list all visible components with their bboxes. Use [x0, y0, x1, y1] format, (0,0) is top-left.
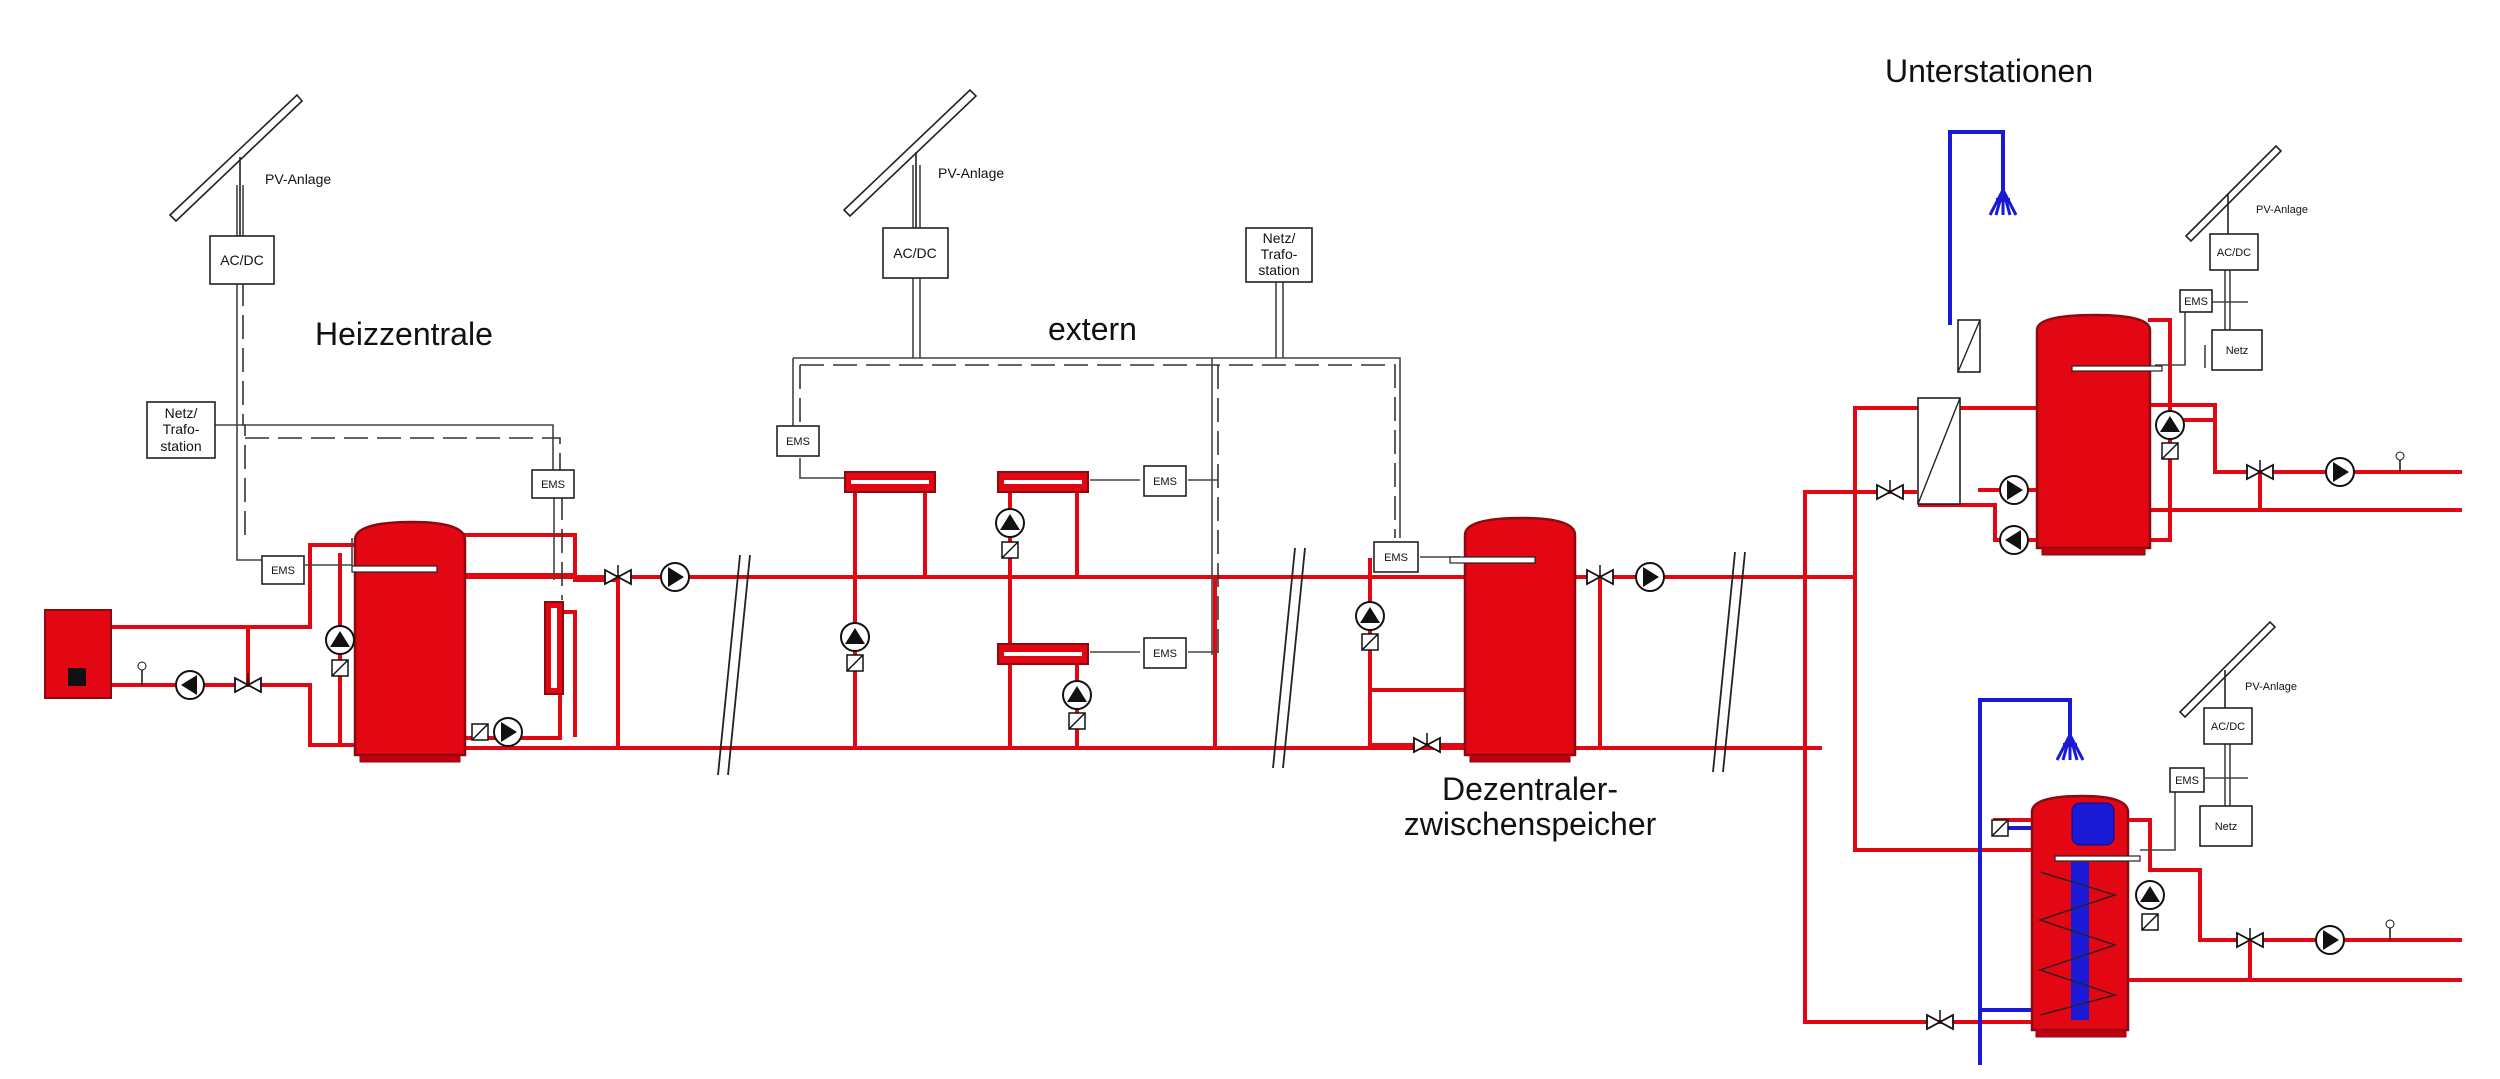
check-valve-icon: [331, 659, 349, 677]
heat-exchanger-large: [1917, 397, 1961, 505]
pump-icon: [2325, 457, 2355, 487]
trafo-station-box: Netz/ Trafo- station: [1245, 227, 1313, 283]
pipe-break-mark: [1712, 551, 1746, 773]
pv-label: PV-Anlage: [938, 165, 1004, 181]
ems-label: EMS: [2175, 775, 2199, 787]
mixing-valve-icon: [1926, 1009, 1954, 1030]
acdc-label: AC/DC: [2211, 721, 2245, 733]
ems-label: EMS: [1153, 648, 1177, 660]
pump-icon: [175, 670, 205, 700]
netz-box: Netz: [2211, 329, 2263, 371]
pump-icon: [493, 717, 523, 747]
shower-head-icon: [2055, 734, 2085, 761]
pv-panel-station1: PV-Anlage: [2184, 144, 2308, 243]
pump-icon: [325, 625, 355, 655]
check-valve-icon: [2161, 442, 2179, 460]
ems-box: EMS: [1143, 637, 1187, 669]
pv-label: PV-Anlage: [2256, 204, 2308, 216]
cold-pipes: [1948, 130, 2075, 1065]
sensor-icon: [2395, 451, 2405, 472]
section-title-heizzentrale: Heizzentrale: [315, 316, 493, 352]
acdc-label: AC/DC: [893, 245, 937, 261]
trafo-label-1: Netz/: [165, 405, 198, 421]
check-valve-icon: [1991, 819, 2009, 837]
pv-label: PV-Anlage: [265, 171, 331, 187]
pv-panel-heizzentrale: PV-Anlage: [168, 93, 331, 238]
pump-icon: [1355, 601, 1385, 631]
ems-label: EMS: [786, 436, 810, 448]
collector-extern-1: [844, 471, 936, 493]
trafo-label-3: station: [160, 438, 201, 454]
boiler: [44, 609, 112, 699]
pump-icon: [1999, 525, 2029, 555]
heat-exchanger-small: [1957, 319, 1981, 373]
storage-tank-station1: [2035, 313, 2163, 556]
storage-tank-station2: [2030, 794, 2141, 1038]
pump-icon: [2135, 880, 2165, 910]
trafo-label-2: Trafo-: [1261, 246, 1298, 262]
pump-icon: [840, 622, 870, 652]
check-valve-icon: [2141, 913, 2159, 931]
acdc-box: AC/DC: [882, 227, 949, 279]
pipe-break-mark: [1272, 547, 1306, 769]
ems-label: EMS: [2184, 296, 2208, 308]
ems-box: EMS: [1373, 541, 1419, 573]
ems-box: EMS: [776, 425, 820, 457]
shower-head-icon: [1988, 189, 2018, 216]
ems-label: EMS: [1153, 476, 1177, 488]
section-title-unterstationen: Unterstationen: [1885, 53, 2093, 89]
storage-tank-dezentral: [1449, 516, 1577, 763]
storage-tank-heizzentrale: [351, 520, 467, 763]
acdc-label: AC/DC: [2217, 247, 2251, 259]
ems-label: EMS: [271, 565, 295, 577]
ems-box: EMS: [261, 555, 305, 585]
pv-panel-station2: PV-Anlage: [2178, 620, 2297, 719]
pump-icon: [2155, 410, 2185, 440]
acdc-box: AC/DC: [2209, 233, 2259, 271]
check-valve-icon: [1068, 712, 1086, 730]
trafo-station-box: Netz/ Trafo- station: [146, 401, 216, 459]
check-valve-icon: [1001, 541, 1019, 559]
pump-icon: [995, 508, 1025, 538]
ems-label: EMS: [541, 479, 565, 491]
acdc-box: AC/DC: [2203, 707, 2253, 745]
check-valve-icon: [1361, 633, 1379, 651]
collector-extern-3: [997, 643, 1089, 665]
ems-box: EMS: [1143, 465, 1187, 497]
netz-box: Netz: [2199, 805, 2253, 847]
check-valve-icon: [471, 723, 489, 741]
collector-extern-2: [997, 471, 1089, 493]
sensor-icon: [137, 661, 147, 685]
acdc-label: AC/DC: [220, 252, 264, 268]
pipe-break-mark: [717, 554, 751, 776]
pump-icon: [1999, 475, 2029, 505]
sensor-icon: [2385, 919, 2395, 940]
ems-box: EMS: [531, 469, 575, 499]
ems-box: EMS: [2169, 767, 2205, 793]
collector-heizzentrale: [544, 601, 564, 695]
pump-icon: [1635, 562, 1665, 592]
pump-icon: [2315, 925, 2345, 955]
ems-label: EMS: [1384, 552, 1408, 564]
mixing-valve-icon: [234, 672, 262, 693]
netz-label: Netz: [2215, 821, 2238, 833]
check-valve-icon: [846, 654, 864, 672]
pump-icon: [1062, 680, 1092, 710]
trafo-label-1: Netz/: [1263, 230, 1296, 246]
mixing-valve-icon: [1876, 479, 1904, 500]
section-title-extern: extern: [1048, 311, 1137, 347]
netz-label: Netz: [2226, 345, 2249, 357]
trafo-label-2: Trafo-: [163, 421, 200, 437]
pv-panel-extern: PV-Anlage: [842, 88, 1004, 228]
section-title-dezentral-2: zwischenspeicher: [1404, 806, 1657, 842]
pump-icon: [660, 562, 690, 592]
ems-box: EMS: [2179, 289, 2213, 313]
trafo-label-3: station: [1258, 262, 1299, 278]
acdc-box: AC/DC: [209, 235, 275, 285]
pv-label: PV-Anlage: [2245, 681, 2297, 693]
section-title-dezentral-1: Dezentraler-: [1442, 771, 1618, 807]
